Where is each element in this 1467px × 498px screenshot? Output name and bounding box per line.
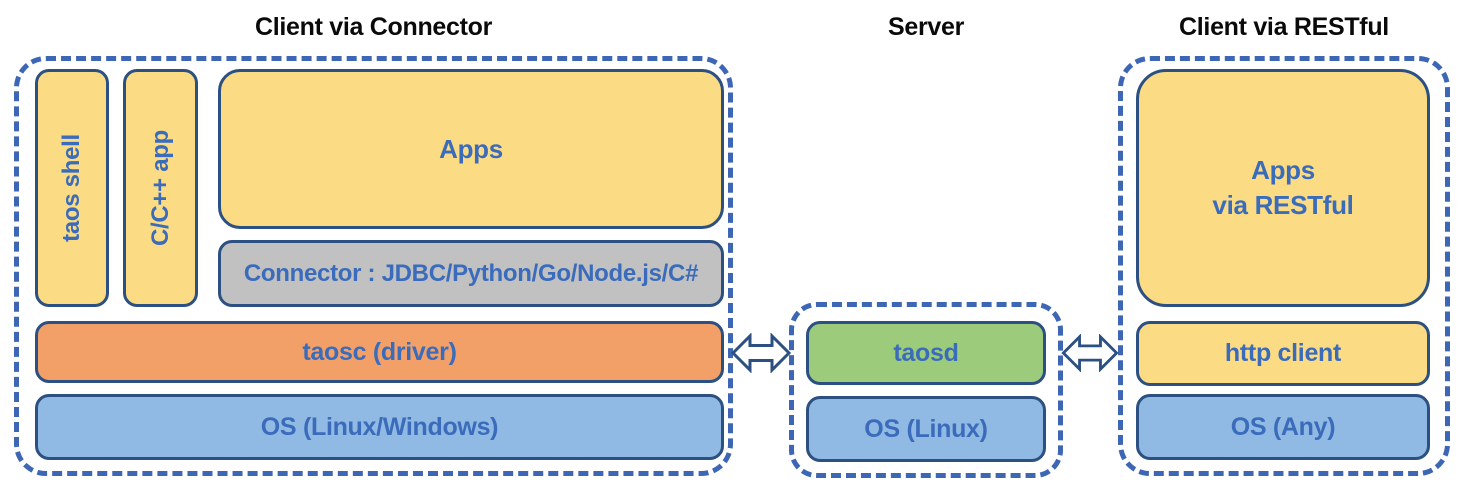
os-linux-box: OS (Linux)	[806, 396, 1046, 462]
os-linux-windows-label: OS (Linux/Windows)	[260, 412, 499, 441]
apps-via-restful-label: Apps via RESTful	[1212, 153, 1353, 223]
cpp-app-label: C/C++ app	[146, 130, 174, 246]
left-bidirectional-arrow-icon	[731, 333, 791, 373]
os-linux-windows-box: OS (Linux/Windows)	[35, 394, 724, 460]
apps-via-restful-line1: Apps	[1251, 154, 1315, 185]
taosc-driver-label: taosc (driver)	[302, 337, 457, 366]
client-via-restful-group	[1118, 56, 1450, 476]
apps-box: Apps	[218, 69, 724, 229]
os-any-box: OS (Any)	[1136, 394, 1430, 460]
server-section-title: Server	[887, 13, 965, 41]
taosd-box: taosd	[806, 321, 1046, 385]
os-any-label: OS (Any)	[1230, 412, 1336, 441]
left-section-title: Client via Connector	[254, 13, 493, 41]
apps-label: Apps	[439, 133, 503, 164]
taosd-label: taosd	[893, 338, 959, 367]
taosc-driver-box: taosc (driver)	[35, 321, 724, 383]
client-via-connector-group	[14, 56, 733, 476]
right-section-title: Client via RESTful	[1179, 13, 1389, 41]
os-linux-label: OS (Linux)	[864, 414, 988, 443]
connector-label: Connector : JDBC/Python/Go/Node.js/C#	[243, 259, 699, 287]
apps-via-restful-box: Apps via RESTful	[1136, 69, 1430, 307]
server-group	[789, 302, 1063, 478]
right-bidirectional-arrow-icon	[1061, 334, 1119, 372]
connector-box: Connector : JDBC/Python/Go/Node.js/C#	[218, 240, 724, 307]
http-client-label: http client	[1224, 339, 1342, 367]
taos-shell-box: taos shell	[35, 69, 109, 307]
http-client-box: http client	[1136, 321, 1430, 386]
taos-shell-label: taos shell	[58, 134, 85, 242]
cpp-app-box: C/C++ app	[123, 69, 198, 307]
apps-via-restful-line2: via RESTful	[1212, 190, 1354, 220]
